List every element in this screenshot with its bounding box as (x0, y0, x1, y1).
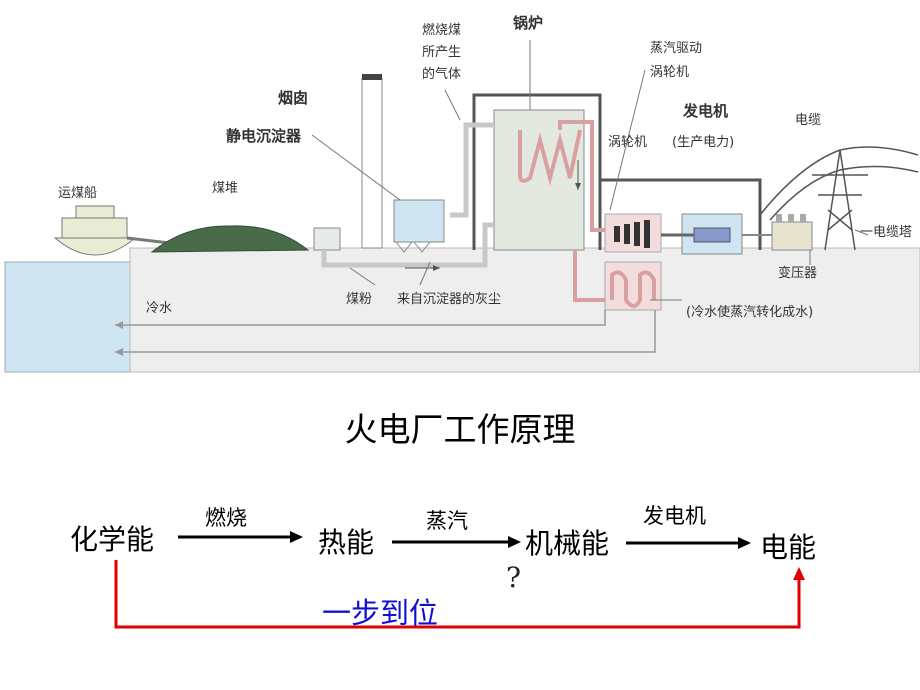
coal-pile (150, 225, 310, 253)
boiler-coil (518, 129, 582, 186)
label-chimney: 烟囱 (278, 89, 308, 107)
turbine (604, 213, 662, 253)
label-boiler: 锅炉 (513, 14, 543, 32)
precipitator (393, 199, 445, 253)
generator-core (693, 227, 731, 243)
arrow-left-2 (115, 348, 123, 356)
label-transformer: 变压器 (778, 265, 817, 281)
page-title: 火电厂工作原理 (344, 410, 576, 449)
label-burn: 燃烧 (205, 506, 247, 530)
label-generator: 发电机 (682, 102, 728, 120)
water (4, 261, 131, 373)
steam-down-arrowhead (575, 183, 581, 190)
coal-feed-pipe (321, 222, 494, 268)
coal-hopper (313, 227, 341, 251)
label-steam-2: 涡轮机 (650, 65, 689, 80)
conveyor-arrowhead (433, 265, 440, 271)
label-gas-1: 燃烧煤 (422, 22, 461, 38)
question-mark: ? (506, 561, 522, 594)
arrow-left-1 (115, 321, 123, 329)
boiler-frame (472, 93, 602, 250)
gas-pipe (450, 122, 494, 218)
label-steam-1: 蒸汽驱动 (650, 41, 702, 56)
arrow-burn (178, 531, 303, 543)
power-plant-illustration: 运煤船 煤堆 烟囱 静电沉淀器 燃烧煤 所产生 的气体 锅炉 蒸汽驱动 涡轮机 … (4, 14, 920, 373)
condenser (604, 261, 662, 311)
pylon (759, 146, 919, 251)
steam-pipe (558, 120, 608, 232)
turbine-blades (614, 220, 650, 248)
label-generator: 发电机 (643, 504, 706, 528)
label-generator-note: (生产电力) (672, 135, 734, 150)
arrow-steam (392, 536, 521, 548)
condenser-coil (610, 270, 656, 308)
label-cable: 电缆 (795, 112, 821, 128)
heat-energy: 热能 (318, 526, 375, 559)
turbine-frame (600, 178, 762, 250)
label-gas-3: 的气体 (422, 66, 461, 82)
label-coal-powder: 煤粉 (346, 292, 372, 307)
electric-energy: 电能 (760, 531, 817, 564)
label-turbine: 涡轮机 (608, 135, 647, 150)
boiler (493, 109, 585, 251)
label-cold-water: 冷水 (146, 301, 172, 316)
chemical-energy: 化学能 (70, 523, 155, 556)
label-gas-2: 所产生 (422, 45, 461, 60)
arrow-generator (626, 537, 751, 549)
one-step-path (114, 560, 805, 629)
transformer (771, 214, 813, 251)
one-step-label: 一步到位 (322, 596, 439, 630)
cold-water-lines (115, 310, 656, 353)
chimney (361, 74, 383, 249)
label-precipitator: 静电沉淀器 (226, 127, 302, 145)
return-pipe (573, 250, 610, 302)
label-coal-pile: 煤堆 (212, 181, 238, 196)
mechanical-energy: 机械能 (525, 527, 610, 560)
label-steam: 蒸汽 (426, 509, 468, 533)
label-tower: 一电缆塔 (860, 224, 912, 240)
label-condenser-note: (冷水使蒸汽转化成水) (686, 304, 813, 320)
label-ash: 来自沉淀器的灰尘 (397, 291, 501, 307)
label-ship: 运煤船 (58, 186, 97, 201)
leader-lines (311, 40, 869, 301)
